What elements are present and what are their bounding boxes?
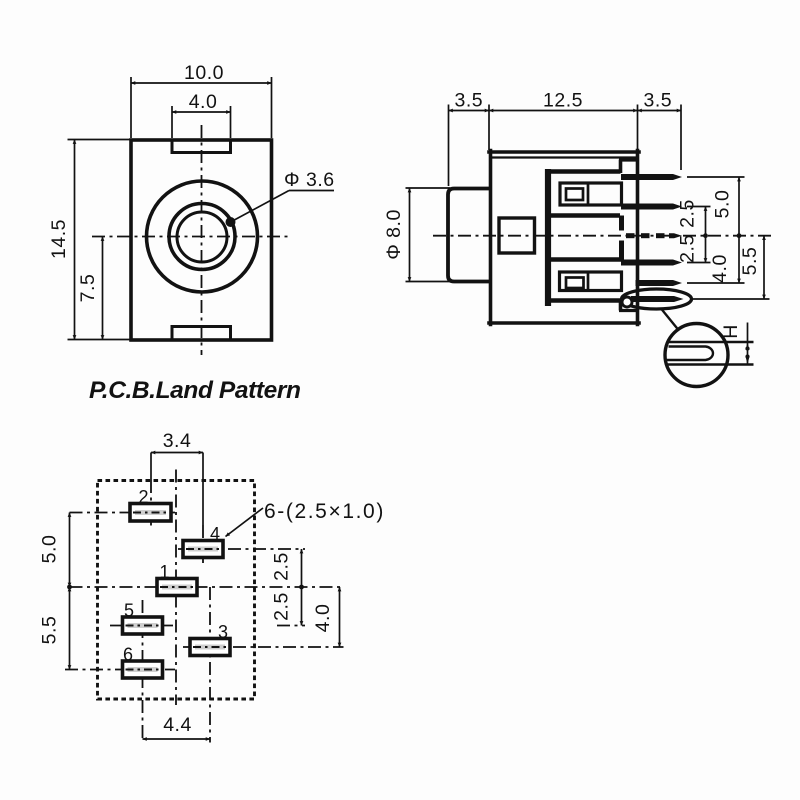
detail-pin-height: H — [720, 324, 742, 339]
pin-3-dotted — [626, 233, 682, 239]
pad6-label: 6 — [123, 645, 133, 665]
dim-row-right-c: 4.0 — [312, 604, 334, 633]
contact1-window — [564, 187, 585, 202]
dim-overall-height: 14.5 — [48, 219, 70, 259]
pad-1 — [155, 576, 199, 598]
detail-circle — [663, 321, 730, 389]
pad1-label: 1 — [159, 562, 169, 582]
side-top-dims: 3.5 12.5 3.5 — [447, 90, 682, 186]
dim-span-upper: 5.0 — [712, 190, 734, 219]
dim-dot — [703, 233, 708, 239]
dim-row-right-a: 2.5 — [271, 552, 293, 581]
contact2-window — [564, 276, 585, 290]
dim-hole-dia: Φ 3.6 — [284, 169, 335, 191]
arrowhead — [745, 357, 750, 364]
dim-pin-length: 3.5 — [643, 90, 672, 112]
dim-row-right-b: 2.5 — [271, 592, 293, 621]
pin-3-dash — [641, 233, 650, 239]
pad-3 — [188, 636, 232, 658]
pad-4-hatch — [188, 546, 218, 552]
land-pattern-outline — [96, 479, 256, 701]
dim-dot — [299, 584, 304, 590]
dim-pin-pitch-lower: 2.5 — [677, 234, 699, 263]
pad-6 — [120, 659, 165, 680]
leader-dot — [225, 217, 236, 227]
pin6-bend-circle — [620, 295, 634, 309]
pin-3-dash — [626, 233, 635, 239]
pad-4 — [181, 538, 225, 560]
dim-center-height: 7.5 — [77, 274, 99, 303]
pad-1-hatch — [162, 584, 192, 590]
pad2-label: 2 — [138, 487, 148, 507]
pin-4 — [621, 259, 682, 266]
pin-5 — [635, 280, 682, 286]
dim-col-top: 3.4 — [163, 430, 192, 452]
dim-slot-width: 4.0 — [189, 91, 218, 113]
pin-6 — [631, 296, 684, 302]
dim-dot — [745, 354, 750, 359]
pad-6-hatch — [127, 667, 158, 672]
front-body-outline — [129, 138, 274, 342]
side-barrel-dim: Φ 8.0 — [383, 187, 450, 283]
dim-back-depth: 3.5 — [454, 90, 483, 112]
pad-5-hatch — [127, 623, 158, 628]
pads — [120, 501, 232, 680]
dim-body-depth: 12.5 — [543, 90, 583, 112]
pin-1 — [621, 174, 682, 180]
dim-dot — [67, 584, 72, 590]
land-pattern-title: P.C.B.Land Pattern — [89, 377, 301, 404]
side-view: H 3.5 12.5 3.5 Φ 8.0 — [383, 90, 771, 389]
dim-barrel-dia: Φ 8.0 — [383, 209, 405, 260]
pad4-label: 4 — [210, 524, 220, 544]
dim-row-left-a: 5.0 — [39, 535, 61, 564]
dim-pin-pitch-upper: 2.5 — [677, 199, 699, 228]
leader-line — [231, 189, 290, 223]
land-pattern-view: P.C.B.Land Pattern — [39, 377, 385, 743]
dim-col-bottom: 4.4 — [163, 714, 192, 736]
pad-3-hatch — [195, 644, 225, 650]
pad-5 — [120, 615, 165, 636]
pin-3-tip — [669, 233, 682, 239]
pin-2 — [621, 203, 682, 210]
detail-leader — [660, 307, 680, 331]
front-view: 10.0 4.0 14.5 7.5 Φ 3.6 — [48, 62, 335, 355]
dim-span-lower: 4.0 — [709, 254, 731, 283]
pad-2-hatch — [135, 510, 166, 515]
dim-dot — [736, 233, 742, 239]
pin-3-dash — [656, 233, 665, 239]
contact2-outline — [557, 270, 624, 293]
pad3-label: 3 — [218, 622, 228, 642]
pad-2 — [128, 501, 173, 523]
dim-row-left-b: 5.5 — [39, 616, 61, 645]
detail-view: H — [663, 321, 754, 389]
side-right-dims: 2.5 2.5 5.0 4.0 5.5 — [677, 176, 770, 300]
pad-note-leader — [224, 507, 264, 538]
dim-span-bottom: 5.5 — [739, 247, 761, 276]
pad-note: 6-(2.5×1.0) — [264, 500, 385, 523]
side-barrel — [446, 186, 492, 284]
dim-dot — [745, 346, 750, 351]
contact1-outline — [558, 181, 624, 207]
pad5-label: 5 — [124, 601, 134, 621]
detail-pin-fold — [667, 345, 715, 362]
dim-overall-width: 10.0 — [184, 62, 224, 84]
